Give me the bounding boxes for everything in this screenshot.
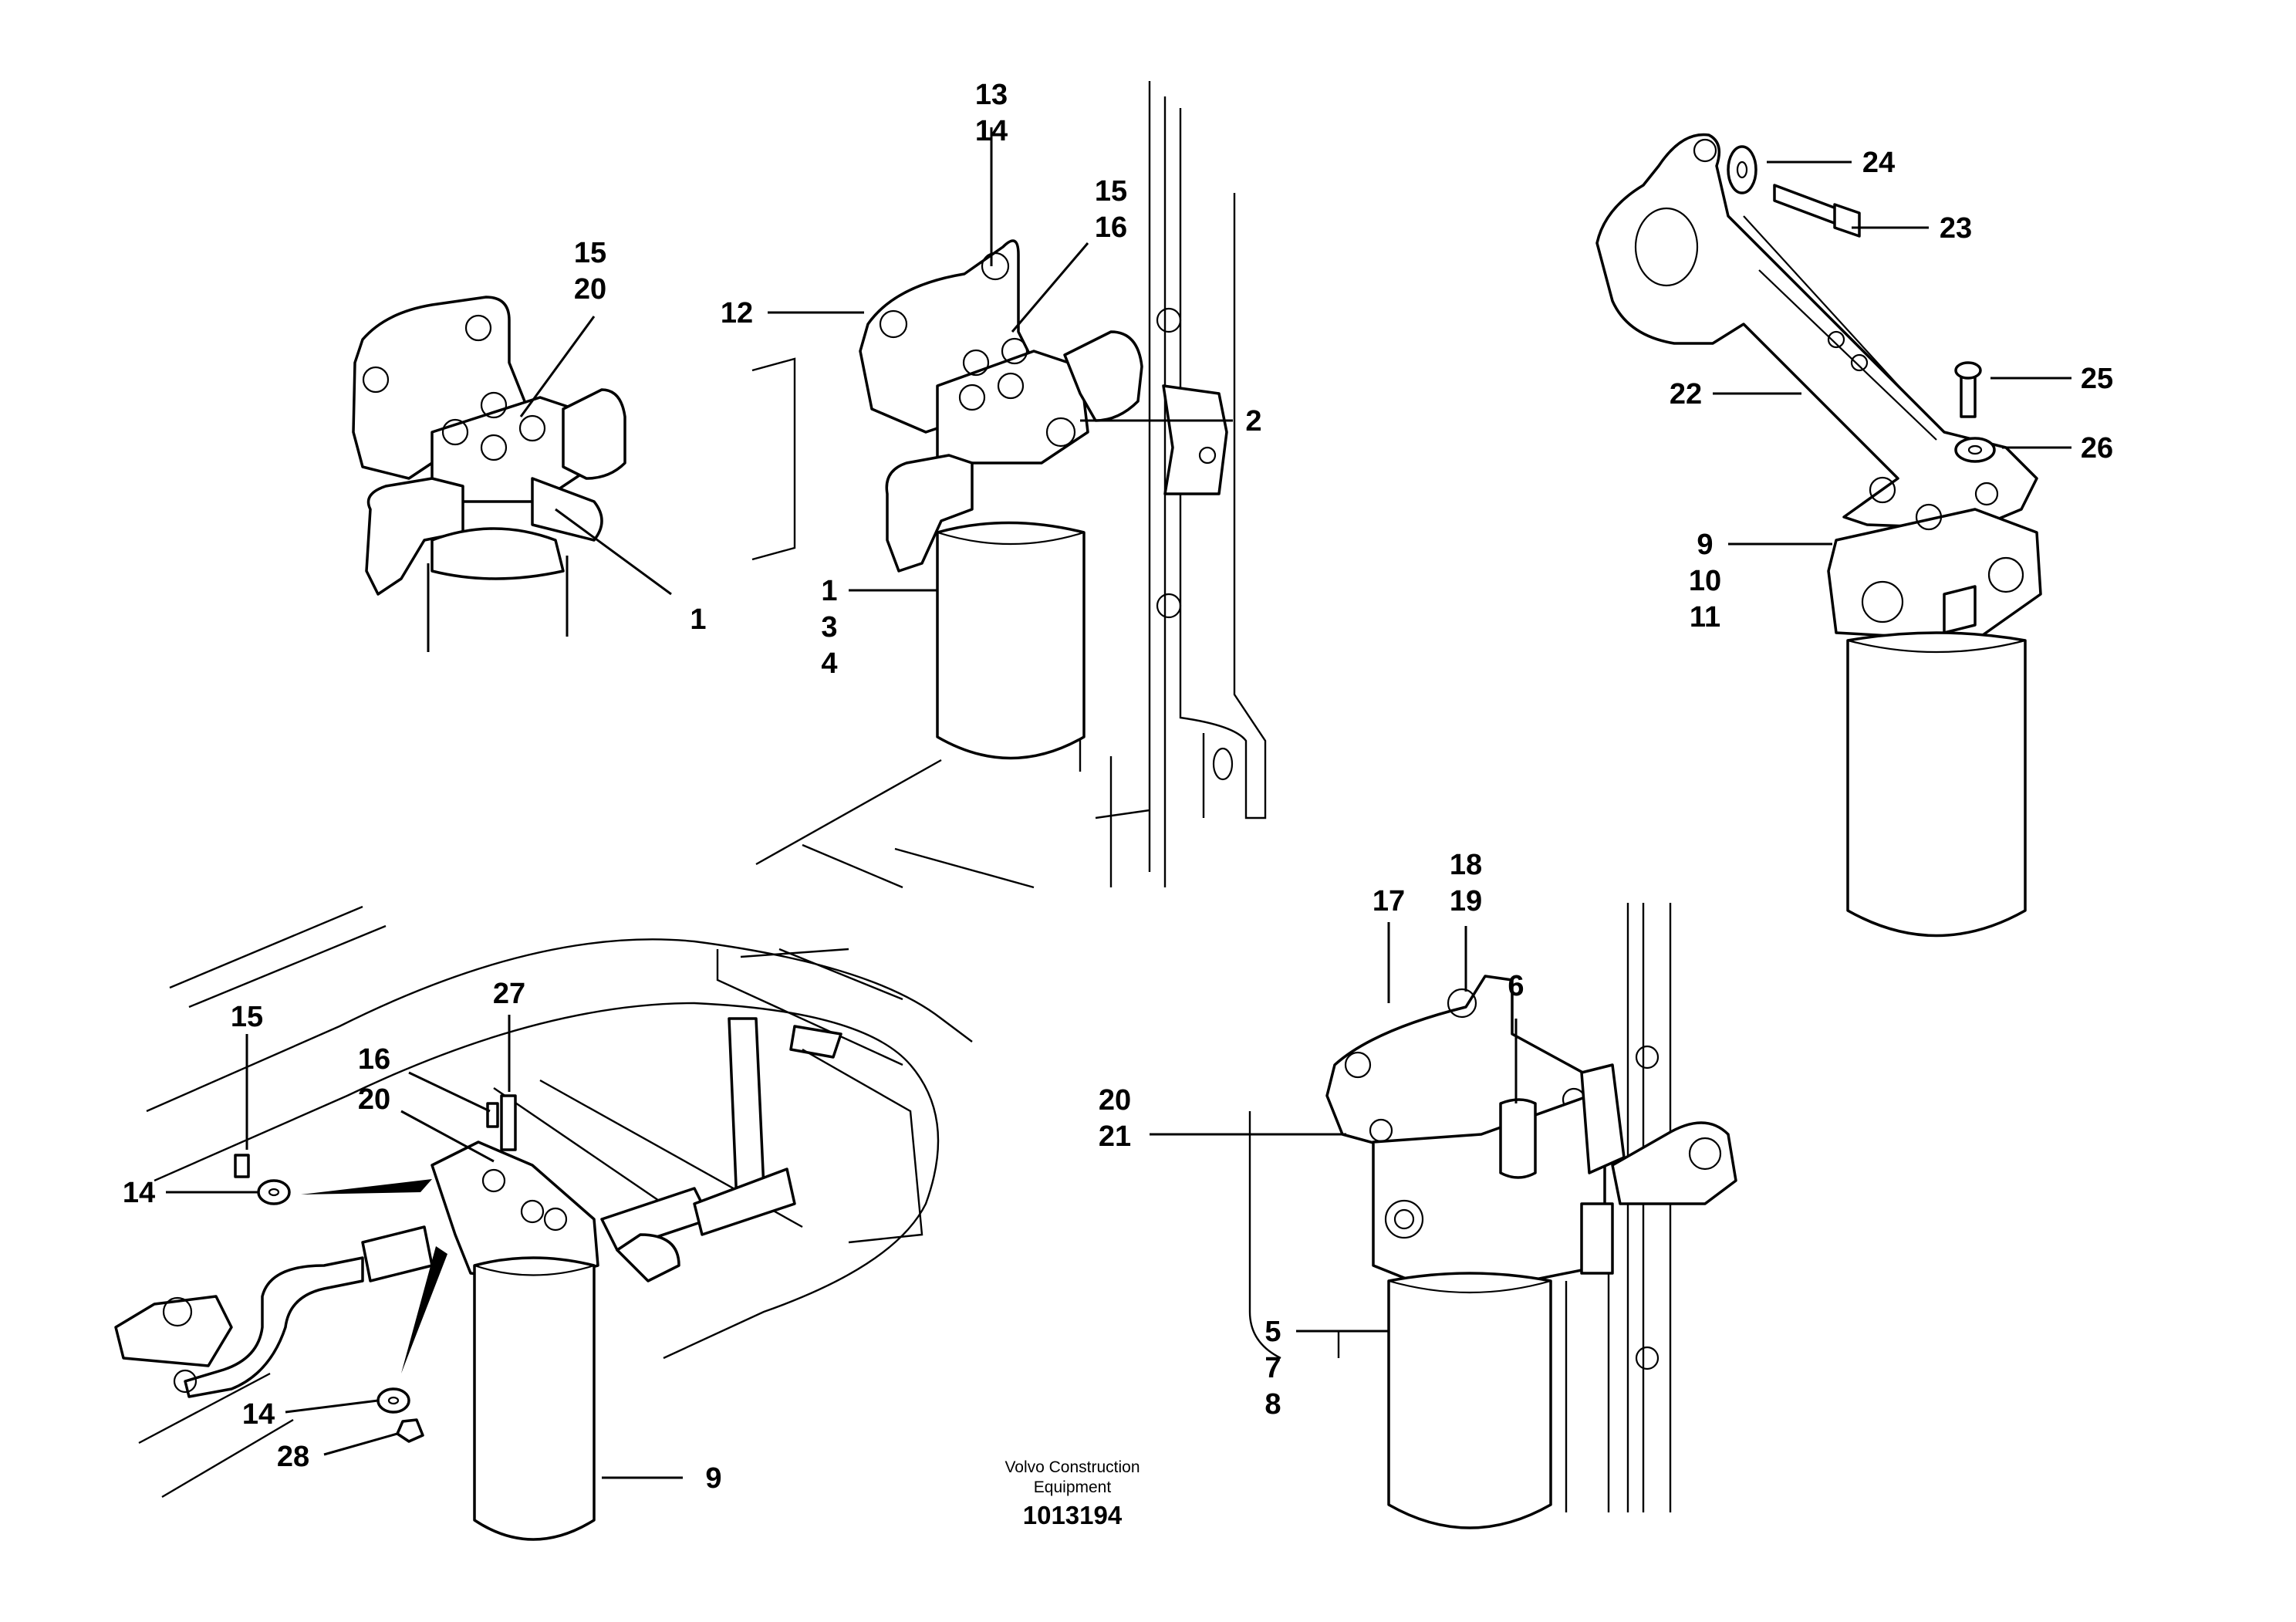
callout-10: 10 (1689, 565, 1721, 597)
callout-15: 15 (1095, 175, 1127, 208)
filter-assembly-view-b (751, 81, 1267, 889)
callout-21: 21 (1099, 1120, 1131, 1153)
callout-16: 16 (358, 1043, 390, 1076)
callout-15: 15 (574, 237, 606, 269)
callout-7: 7 (1264, 1352, 1281, 1384)
callout-3: 3 (821, 611, 837, 644)
filter-assembly-view-e (1248, 903, 1737, 1529)
callout-27: 27 (493, 978, 525, 1010)
callout-6: 6 (1508, 970, 1524, 1002)
callout-19: 19 (1450, 885, 1482, 917)
callout-1: 1 (821, 575, 837, 607)
callout-23: 23 (1940, 212, 1972, 245)
filter-assembly-view-d (114, 905, 973, 1541)
callout-8: 8 (1264, 1388, 1281, 1421)
callout-14: 14 (975, 115, 1008, 147)
callout-16: 16 (1095, 211, 1127, 244)
callout-5: 5 (1264, 1316, 1281, 1348)
callout-14: 14 (242, 1398, 275, 1431)
callout-labels: 15 20 1 13 14 15 16 12 2 1 3 4 24 23 25 … (123, 79, 2113, 1495)
callout-15: 15 (231, 1001, 263, 1033)
callout-25: 25 (2081, 363, 2113, 395)
callout-24: 24 (1862, 147, 1895, 179)
callout-13: 13 (975, 79, 1008, 111)
callout-14: 14 (123, 1177, 155, 1209)
callout-20: 20 (574, 273, 606, 306)
callout-9: 9 (1697, 529, 1713, 561)
callout-11: 11 (1690, 601, 1720, 634)
callout-17: 17 (1373, 885, 1405, 917)
callout-26: 26 (2081, 432, 2113, 465)
filter-assembly-view-c (1595, 133, 2042, 938)
callout-28: 28 (277, 1441, 309, 1473)
callout-20: 20 (358, 1083, 390, 1116)
callout-12: 12 (721, 297, 753, 329)
callout-2: 2 (1245, 405, 1261, 438)
filter-assembly-view-a (352, 296, 626, 652)
callout-18: 18 (1450, 849, 1482, 881)
leader-lines (166, 127, 2071, 1479)
callout-20: 20 (1099, 1084, 1131, 1117)
caption-line-2: Equipment (1034, 1478, 1112, 1496)
callout-4: 4 (821, 647, 837, 680)
diagram-caption: Volvo Construction Equipment 1013194 (1004, 1458, 1140, 1529)
drawing-number: 1013194 (1023, 1501, 1123, 1529)
caption-line-1: Volvo Construction (1004, 1458, 1140, 1476)
callout-1: 1 (690, 603, 706, 636)
callout-22: 22 (1670, 378, 1702, 411)
callout-9: 9 (705, 1462, 721, 1495)
